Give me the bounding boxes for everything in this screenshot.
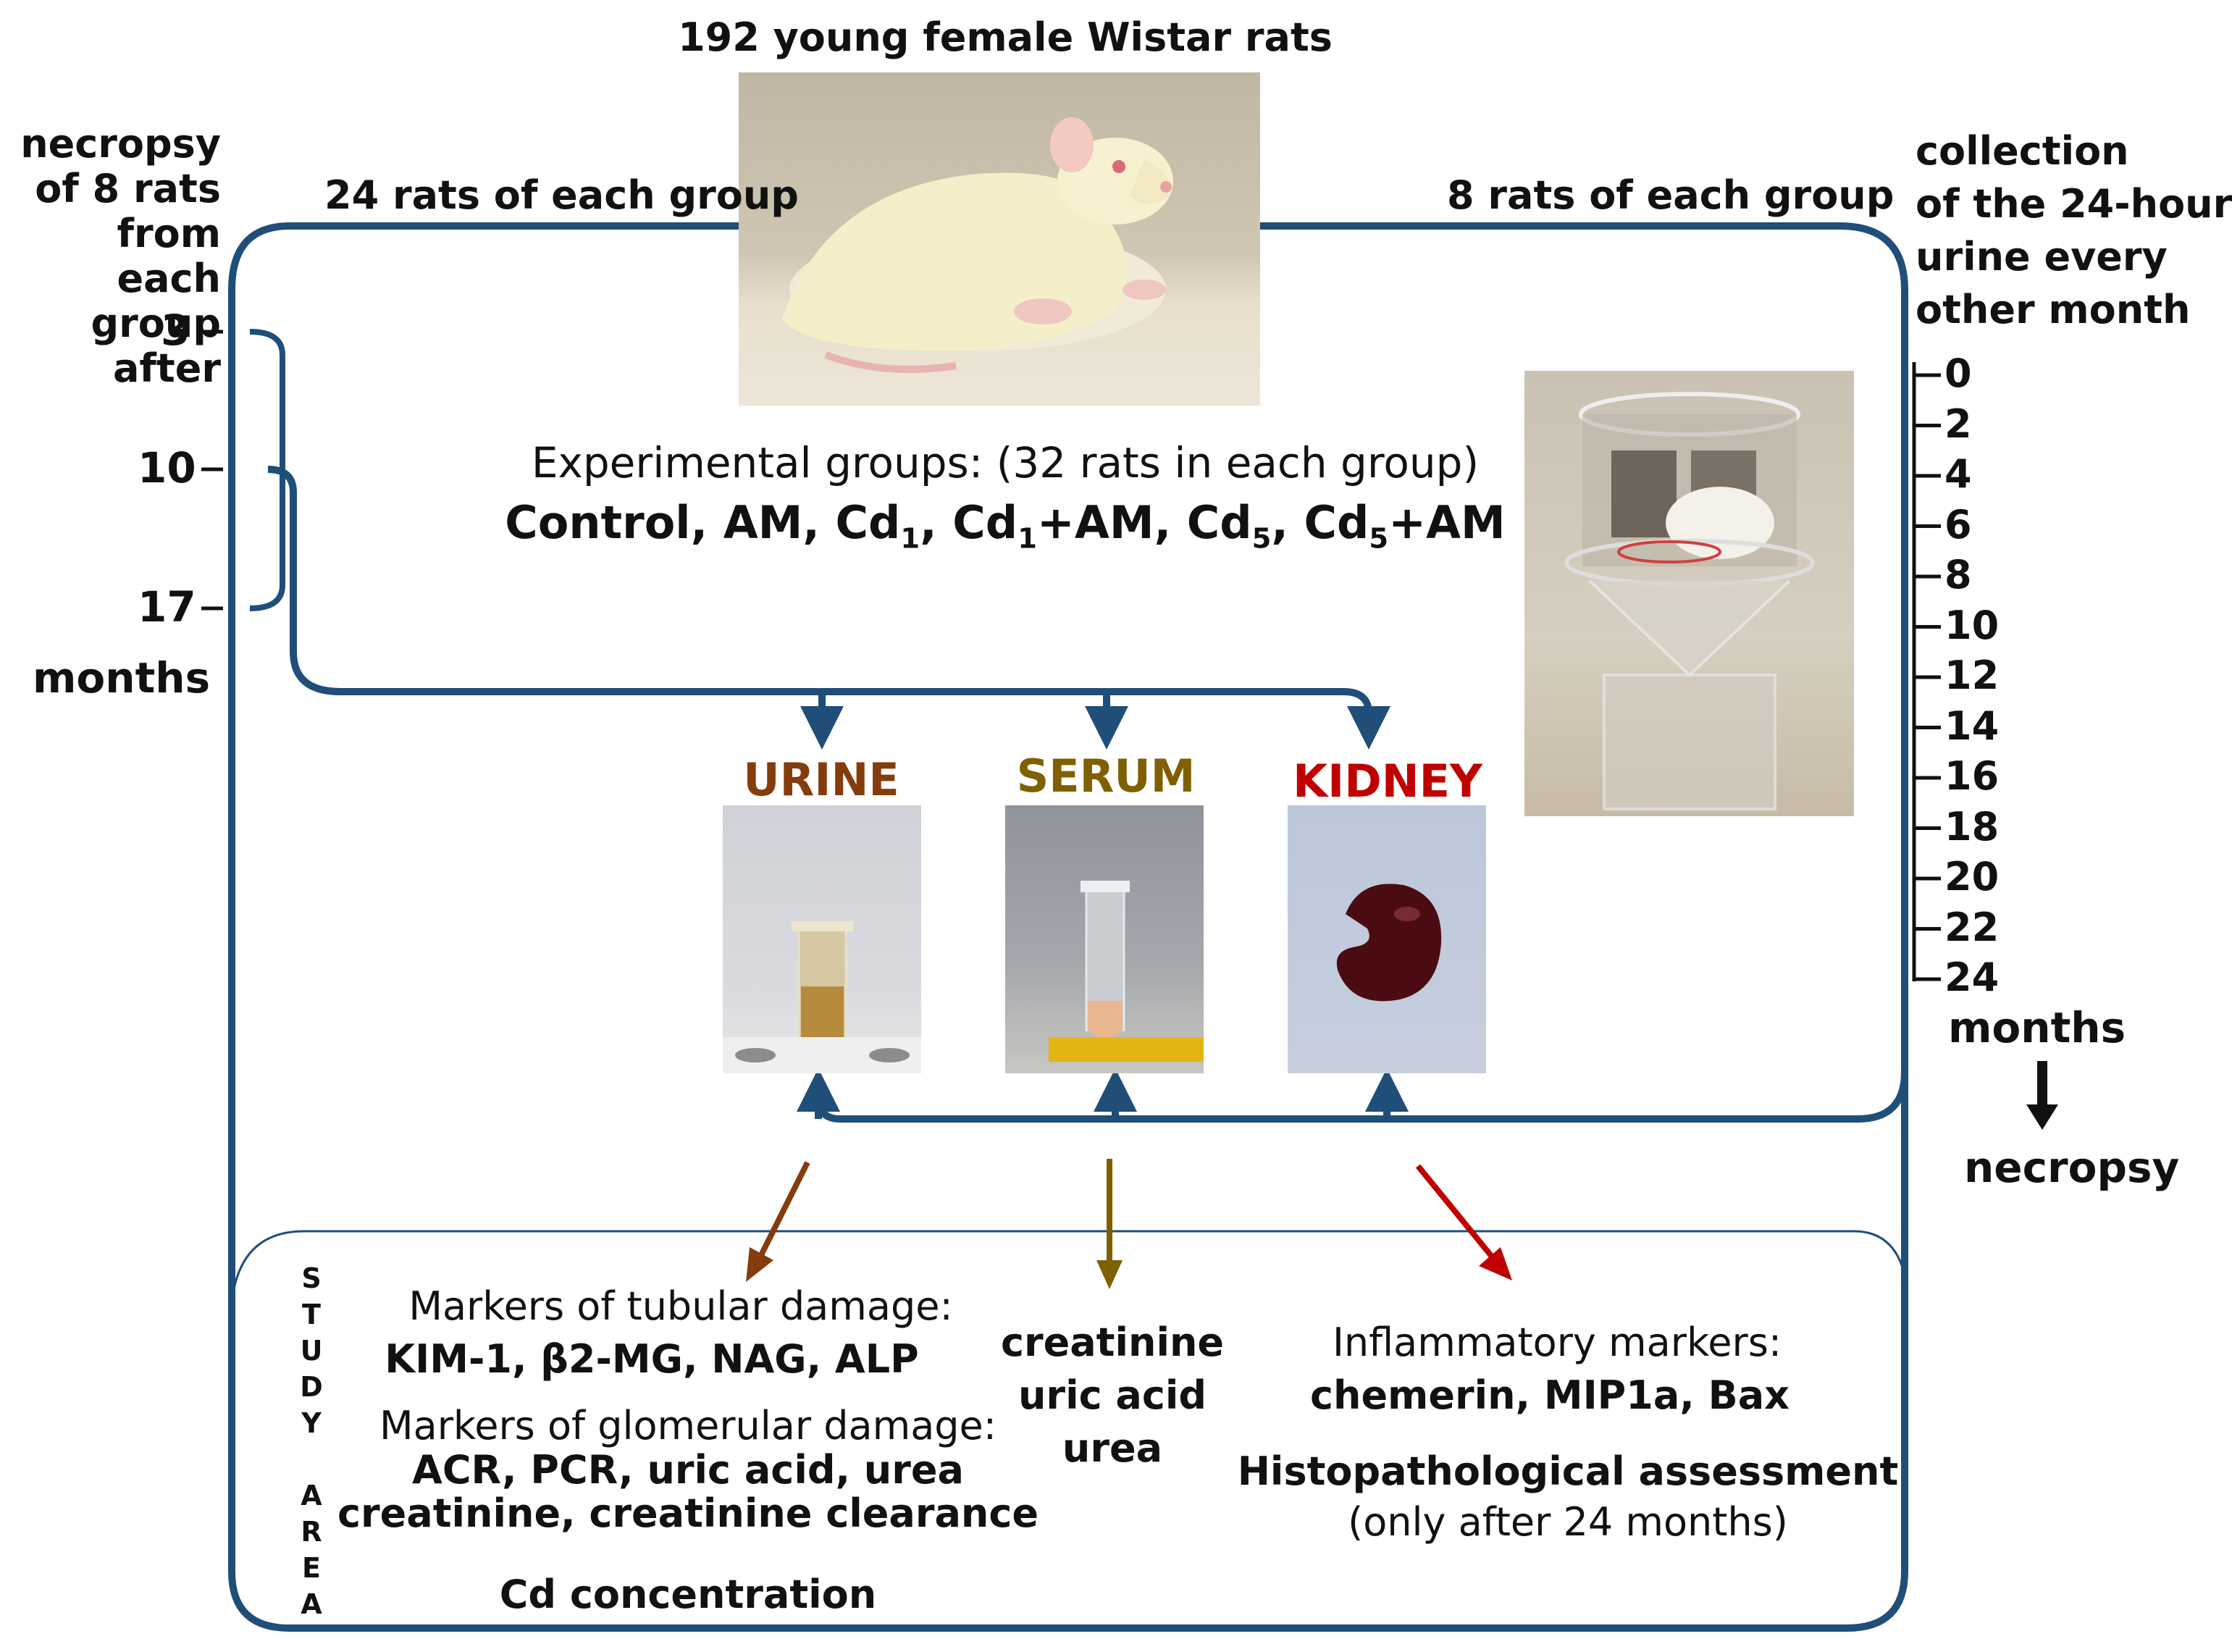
cd-concentration: Cd concentration (499, 1572, 877, 1617)
left-caption-line: group after (91, 301, 221, 391)
bracket-inner (267, 466, 1372, 724)
inflammatory-title: Inflammatory markers: (1332, 1320, 1782, 1365)
urine-arrow-shaft (758, 1161, 810, 1258)
tubular-title: Markers of tubular damage: (408, 1283, 953, 1329)
cd-text: Cd (1304, 496, 1369, 549)
inflammatory-list: chemerin, MIP1a, Bax (1309, 1372, 1790, 1418)
serum-label: SERUM (1016, 750, 1196, 802)
right-tick-label: 16 (1944, 753, 2000, 799)
right-tick-label: 10 (1944, 602, 2000, 648)
vertical-letter: S (301, 1262, 322, 1294)
left-branch-label: 24 rats of each group (324, 172, 799, 218)
vertical-study: S T U D Y (297, 1260, 326, 1441)
plus-am: +AM (1388, 496, 1506, 549)
cd-text: Cd (1186, 496, 1252, 549)
vertical-area: A R E A (297, 1477, 326, 1622)
subscript: 5 (1369, 522, 1389, 555)
kidney-photo (1288, 805, 1486, 1073)
left-tick-label: 3 (161, 306, 190, 355)
right-tick-label: 22 (1944, 904, 2000, 950)
right-tick-label: 6 (1944, 501, 1972, 548)
histopathology-note: (only after 24 months) (1348, 1499, 1788, 1545)
right-tick-label: 14 (1944, 703, 2000, 749)
urine-arrow-head (746, 1247, 773, 1282)
metabolic-cage-photo (1524, 371, 1854, 816)
vertical-letter: A (301, 1480, 322, 1511)
right-frame (815, 222, 1908, 1123)
right-axis-caption: collection of the 24-hour urine every ot… (1916, 125, 2232, 336)
left-tick-label: 10 (138, 443, 196, 492)
right-tick-label: 2 (1944, 401, 1972, 447)
histopathology-title: Histopathological assessment (1237, 1448, 1899, 1494)
serum-marker: creatinine (1000, 1320, 1225, 1365)
cd-text: Cd (952, 496, 1018, 549)
separator: , (920, 496, 953, 549)
glomerular-title: Markers of glomerular damage: (379, 1403, 997, 1448)
left-axis-unit: months (33, 653, 211, 703)
serum-arrow-head (1096, 1260, 1123, 1289)
left-caption-line: from each (117, 211, 221, 301)
kidney-arrow-head (1479, 1247, 1512, 1280)
group-cd1-am: Cd1+AM (952, 496, 1154, 555)
left-caption-line: necropsy (20, 121, 221, 167)
group-cd5-am: Cd5+AM (1304, 496, 1506, 555)
study-area-box (230, 1230, 1906, 1304)
cd-text: Cd (835, 496, 901, 549)
rat-photo (739, 72, 1260, 406)
group-cd5: Cd5 (1186, 496, 1272, 555)
right-caption-line: urine every (1916, 234, 2168, 280)
right-tick-label: 24 (1944, 955, 2000, 1000)
right-caption-line: collection (1916, 128, 2129, 174)
right-tick-label: 12 (1944, 653, 2000, 698)
necropsy-arrow-head (2026, 1104, 2058, 1130)
experimental-groups-line: Experimental groups: (32 rats in each gr… (531, 438, 1480, 487)
right-tick-label: 20 (1944, 854, 2000, 900)
group-list: Control, AM, Cd1, Cd1+AM, Cd5, Cd5+AM (505, 496, 1505, 555)
subscript: 5 (1251, 522, 1272, 555)
vertical-letter: D (300, 1371, 323, 1403)
left-axis-caption: necropsy of 8 rats from each group after (0, 122, 221, 391)
vertical-letter: U (300, 1335, 323, 1367)
vertical-letter: Y (301, 1407, 322, 1439)
glomerular-list-1: ACR, PCR, uric acid, urea (412, 1447, 964, 1493)
group-control: Control (505, 496, 691, 549)
outer-frame (228, 222, 1908, 1632)
right-branch-label: 8 rats of each group (1447, 172, 1895, 218)
separator: , (802, 496, 836, 549)
separator: , (1154, 496, 1187, 549)
left-tick-label: 17 (138, 582, 196, 632)
diagram-title: 192 young female Wistar rats (678, 14, 1333, 60)
subscript: 1 (900, 522, 920, 555)
right-caption-line: other month (1916, 287, 2191, 332)
right-tick-label: 4 (1944, 451, 1972, 497)
right-axis-unit: months (1948, 1003, 2126, 1052)
serum-photo (1005, 805, 1204, 1073)
right-caption-line: of the 24-hour (1916, 181, 2232, 227)
urine-label: URINE (743, 753, 899, 806)
serum-marker: urea (1062, 1425, 1163, 1471)
right-axis-ticks (1914, 373, 1941, 981)
group-cd1: Cd1 (835, 496, 920, 555)
vertical-letter: T (302, 1299, 321, 1330)
vertical-letter: A (301, 1588, 322, 1620)
tubular-list: KIM-1, β2-MG, NAG, ALP (385, 1336, 919, 1382)
serum-marker: uric acid (1018, 1372, 1207, 1418)
right-tick-label: 18 (1944, 803, 2000, 850)
vertical-letter: E (302, 1552, 321, 1584)
right-tick-label: 0 (1944, 351, 1972, 396)
urine-photo (723, 805, 921, 1073)
kidney-arrow-shaft (1415, 1164, 1495, 1259)
separator: , (1271, 496, 1304, 549)
group-am: AM (723, 496, 803, 549)
necropsy-label: necropsy (1964, 1143, 2180, 1192)
glomerular-list-2: creatinine, creatinine clearance (337, 1490, 1039, 1536)
left-caption-line: of 8 rats (35, 166, 221, 211)
kidney-label: KIDNEY (1293, 755, 1482, 808)
separator: , (690, 496, 723, 549)
plus-am: +AM (1036, 496, 1154, 549)
subscript: 1 (1018, 522, 1037, 555)
right-tick-label: 8 (1944, 552, 1972, 598)
vertical-letter: R (301, 1516, 322, 1548)
